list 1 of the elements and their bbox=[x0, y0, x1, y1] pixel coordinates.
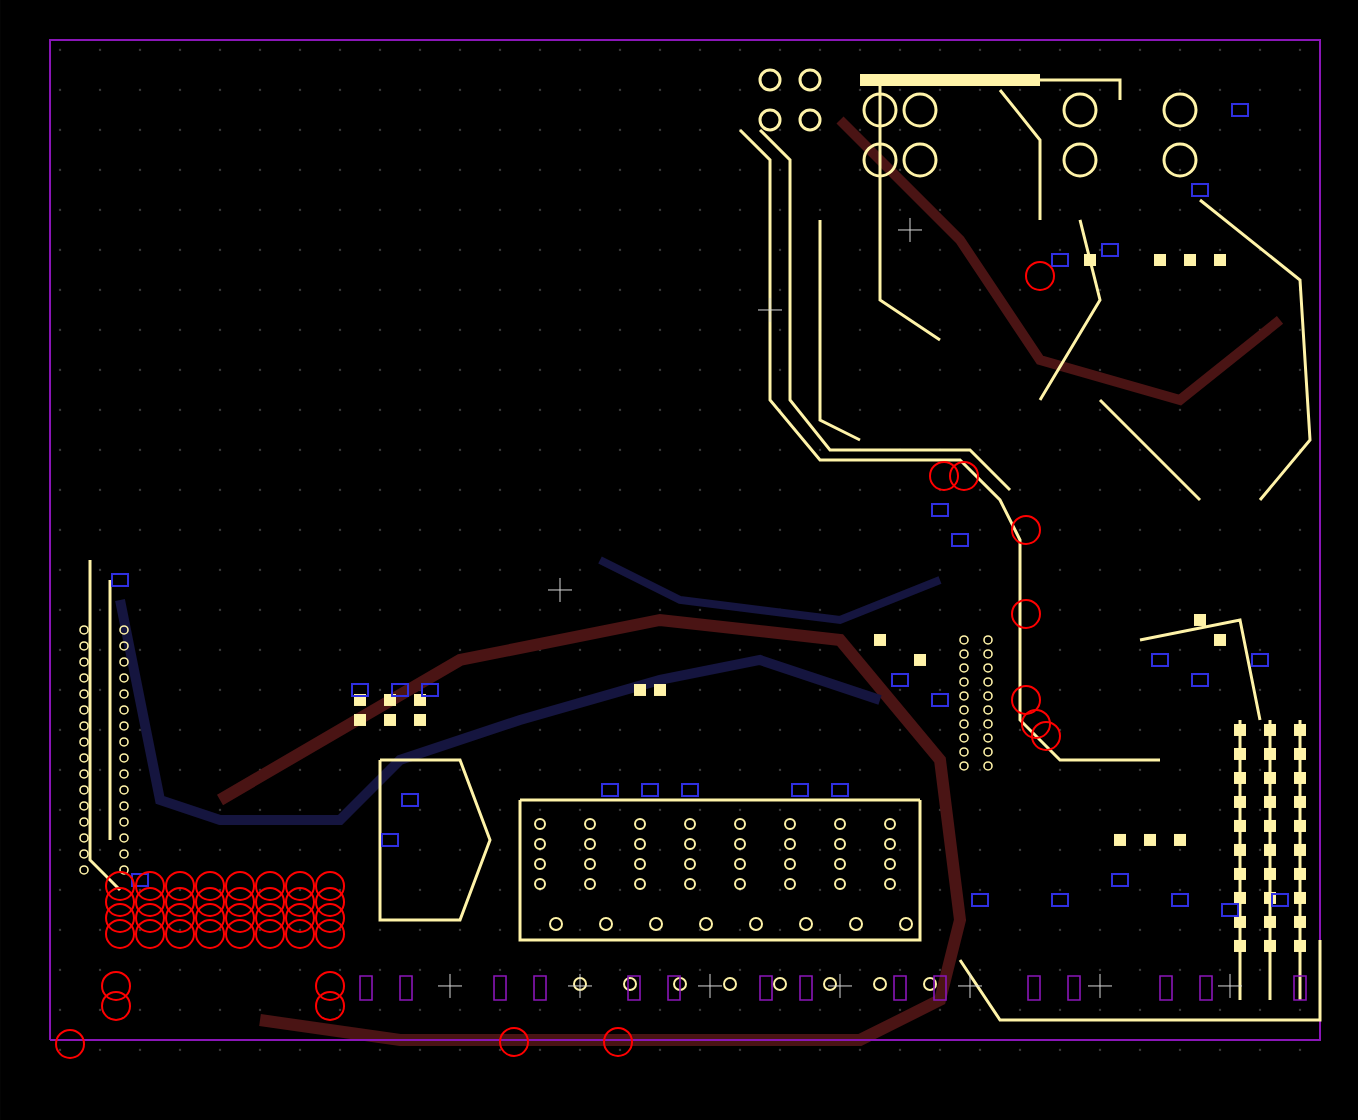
pcb-layout-drawing bbox=[49, 39, 1322, 1059]
